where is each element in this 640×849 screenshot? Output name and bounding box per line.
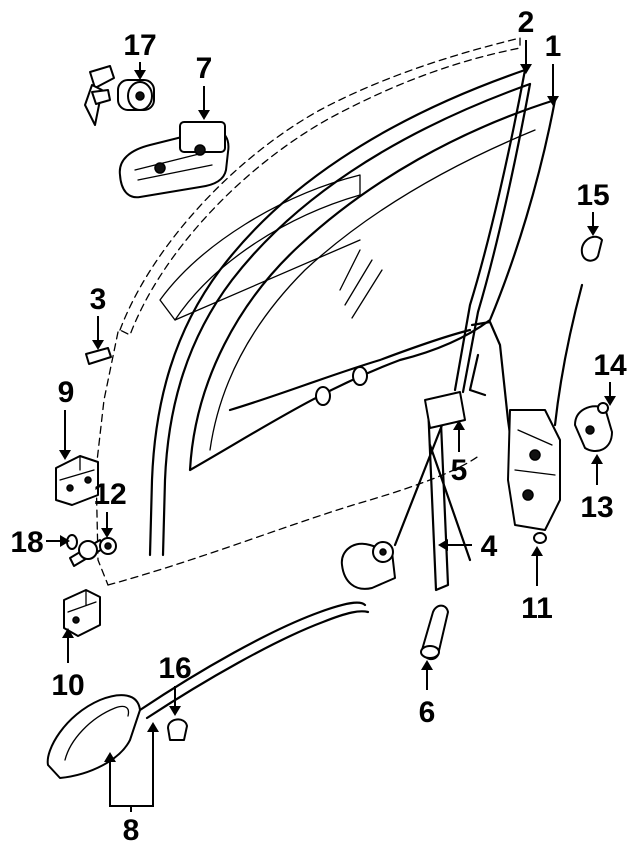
outside-handle — [118, 121, 230, 199]
callout-6: 6 — [419, 696, 436, 729]
door-striker — [574, 402, 613, 452]
callout-2: 2 — [518, 6, 535, 39]
callout-5: 5 — [451, 454, 468, 487]
callout-3: 3 — [90, 283, 107, 316]
callout-labels: 1 2 3 4 5 6 7 8 9 10 11 12 13 14 15 16 1… — [10, 6, 627, 847]
leader-lines — [46, 40, 616, 812]
rod-clip — [167, 718, 188, 741]
callout-12: 12 — [93, 478, 126, 511]
callout-14: 14 — [593, 349, 627, 382]
callout-4: 4 — [481, 530, 498, 563]
callout-15: 15 — [576, 179, 609, 212]
glass-bottom-channel — [228, 328, 472, 412]
lower-hinge — [63, 589, 101, 637]
inside-handle-rod — [138, 601, 370, 720]
callout-11: 11 — [521, 592, 553, 625]
hinge-pin — [66, 534, 78, 550]
stopper-pad — [85, 347, 112, 365]
callout-9: 9 — [58, 376, 75, 409]
lock-knob — [580, 235, 603, 262]
callout-8: 8 — [123, 814, 140, 847]
callout-18: 18 — [10, 526, 43, 559]
upper-hinge — [55, 455, 99, 506]
callout-7: 7 — [196, 52, 213, 85]
door-latch — [507, 409, 561, 544]
glass-run-channel — [148, 68, 532, 557]
callout-16: 16 — [158, 652, 191, 685]
callout-1: 1 — [545, 30, 562, 63]
callout-17: 17 — [123, 29, 156, 62]
check-link — [69, 537, 117, 567]
callout-10: 10 — [51, 669, 84, 702]
door-glass — [188, 98, 557, 472]
window-regulator — [340, 391, 472, 592]
crank-handle — [420, 604, 449, 661]
inside-handle — [46, 694, 141, 779]
lock-cylinder — [117, 79, 155, 111]
key-icon — [84, 65, 115, 126]
door-shell — [95, 37, 521, 586]
callout-13: 13 — [580, 491, 613, 524]
